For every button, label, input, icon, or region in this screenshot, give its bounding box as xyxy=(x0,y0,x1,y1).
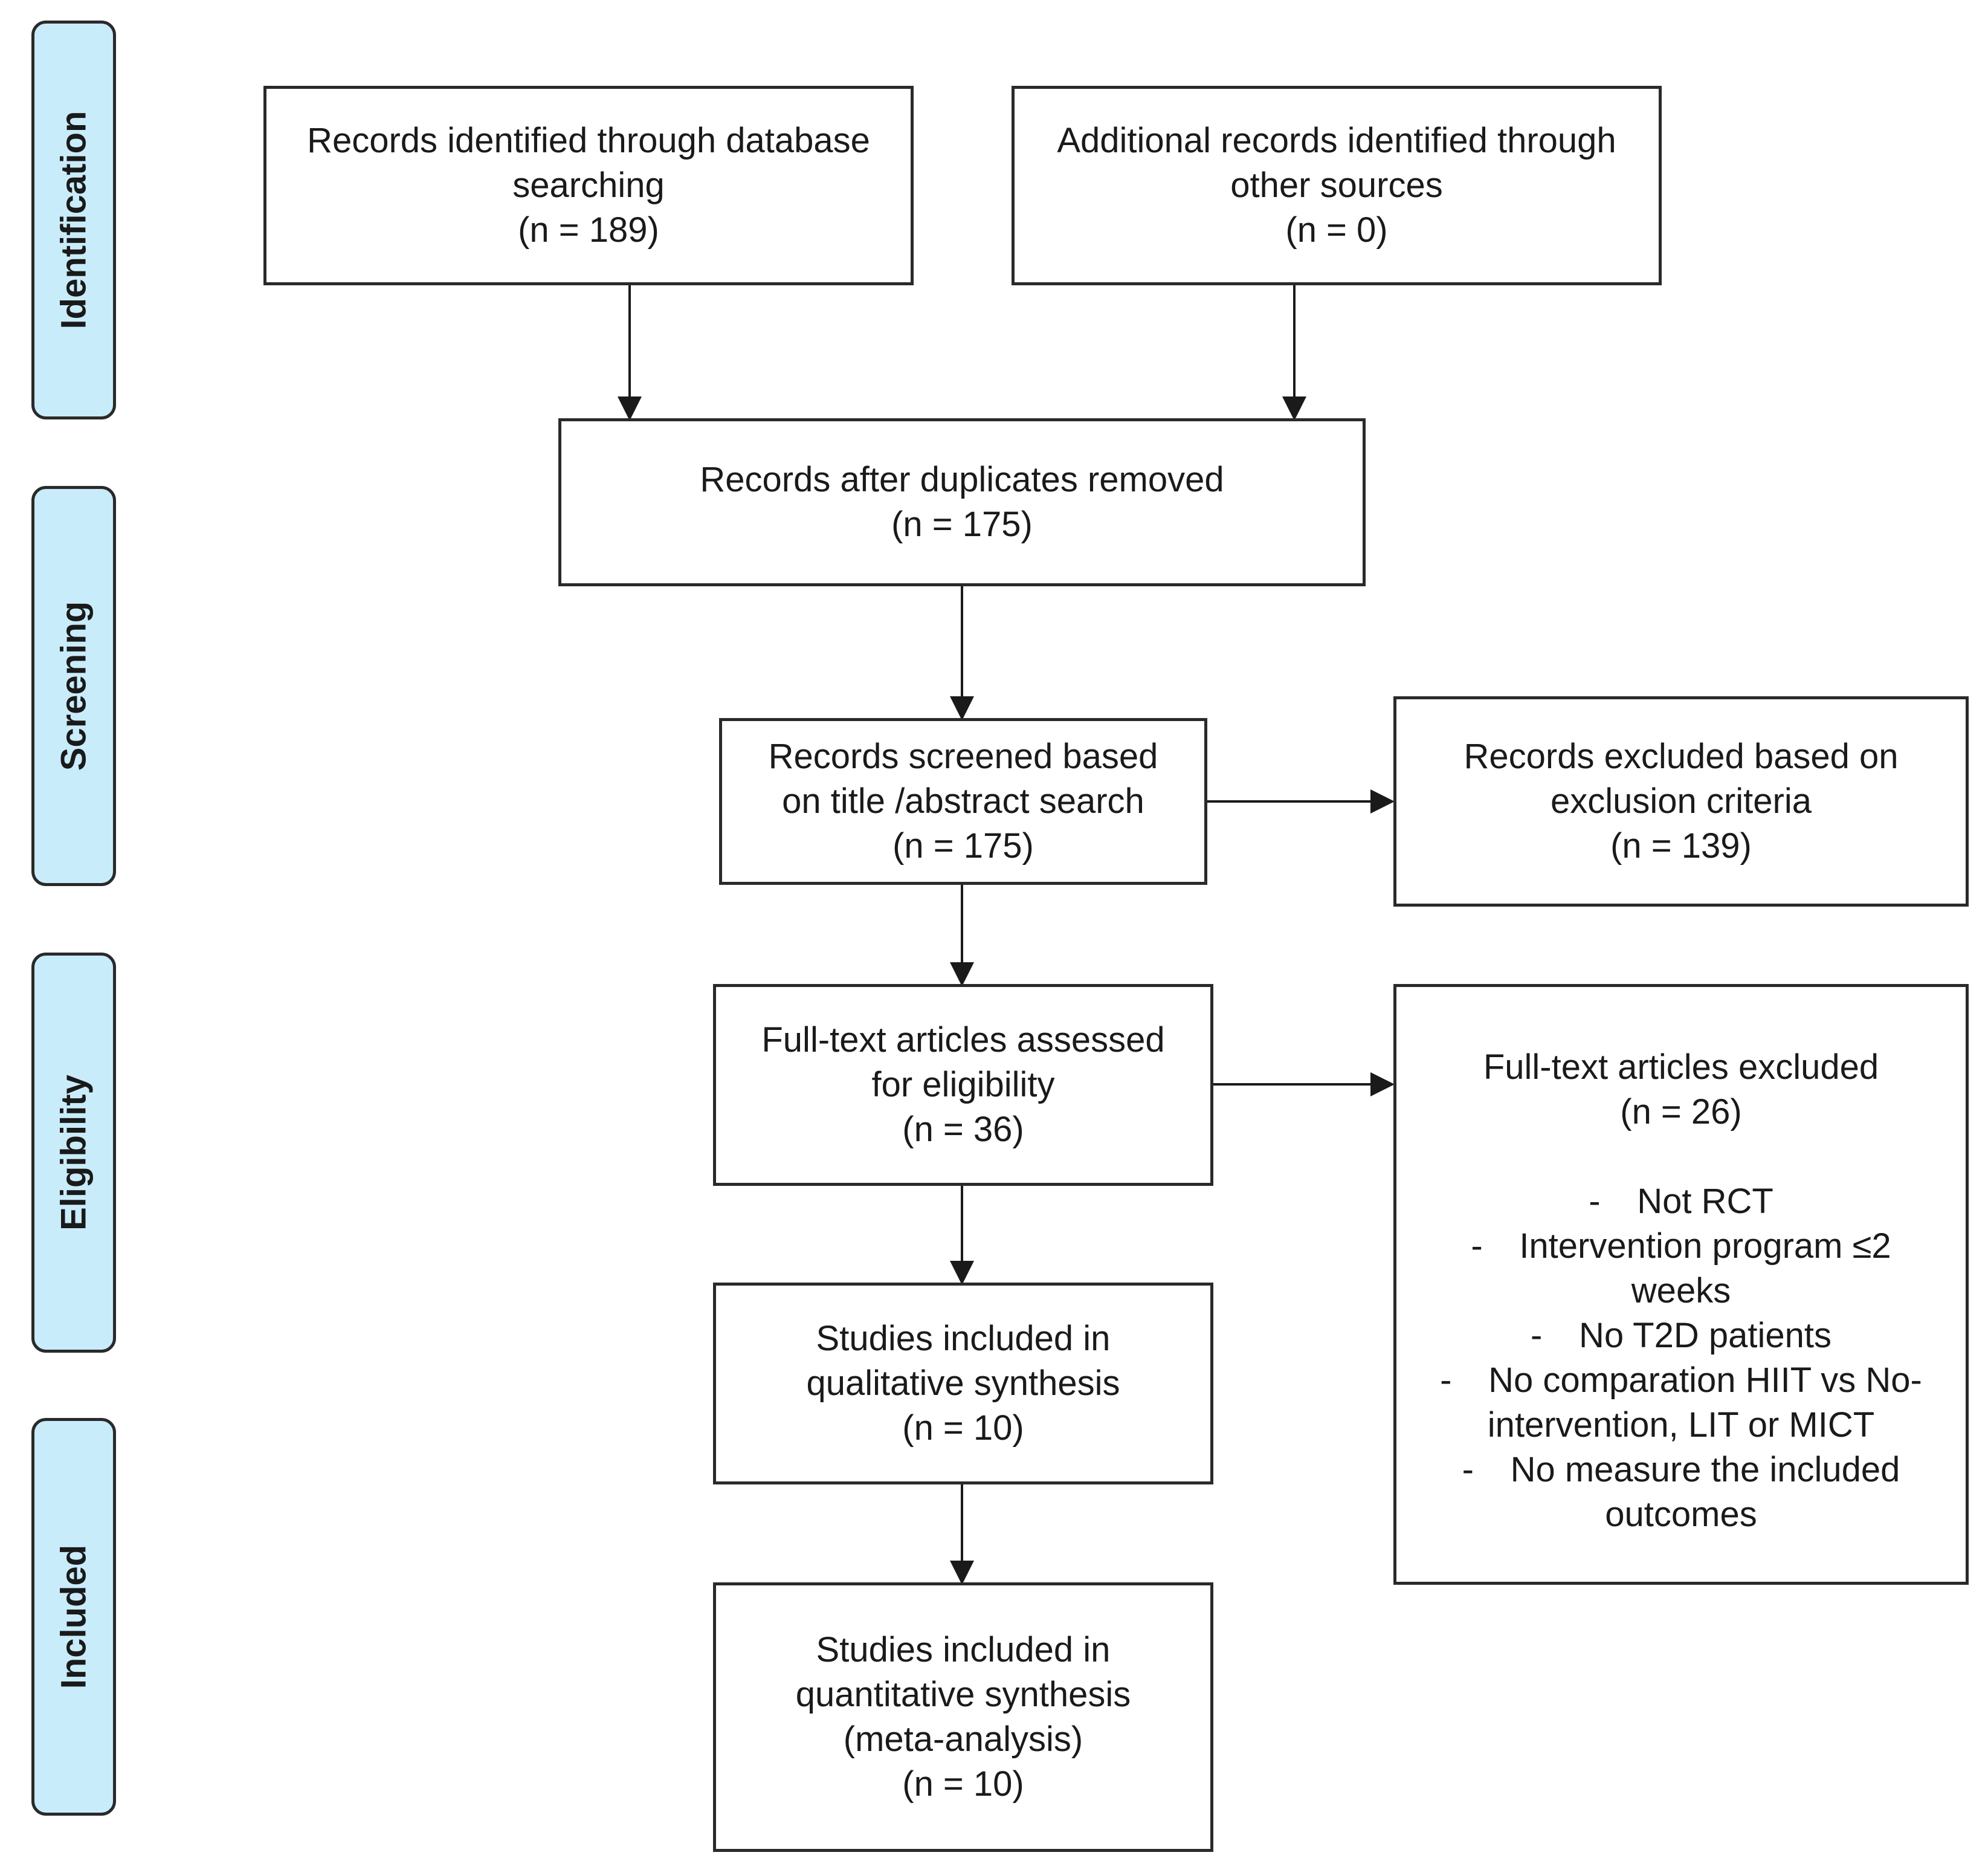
reason-text: No T2D patients xyxy=(1578,1316,1832,1355)
database-records-count: (n = 189) xyxy=(518,210,659,250)
database-records-line2: searching xyxy=(512,166,665,205)
full-text-assessed-count: (n = 36) xyxy=(902,1110,1024,1149)
duplicates-removed-count: (n = 175) xyxy=(891,505,1033,544)
duplicates-removed-box: Records after duplicates removed (n = 17… xyxy=(558,418,1366,586)
phase-eligibility: Eligibility xyxy=(31,953,116,1353)
database-records-line1: Records identified through database xyxy=(307,121,870,160)
qualitative-count: (n = 10) xyxy=(902,1408,1024,1448)
screened-line1: Records screened based xyxy=(768,737,1158,776)
full-text-assessed-line1: Full-text articles assessed xyxy=(761,1020,1165,1060)
full-text-assessed-line2: for eligibility xyxy=(871,1065,1055,1104)
other-sources-line2: other sources xyxy=(1230,166,1443,205)
exclusion-reason: -No T2D patients xyxy=(1531,1313,1831,1358)
other-sources-box: Additional records identified through ot… xyxy=(1012,86,1662,285)
excluded-criteria-line1: Records excluded based on xyxy=(1464,737,1899,776)
other-sources-line1: Additional records identified through xyxy=(1057,121,1616,160)
full-text-excluded-line1: Full-text articles excluded xyxy=(1483,1047,1879,1087)
quantitative-line1: Studies included in xyxy=(816,1630,1111,1669)
other-sources-count: (n = 0) xyxy=(1285,210,1388,250)
reason-dash: - xyxy=(1471,1226,1483,1266)
database-records-box: Records identified through database sear… xyxy=(263,86,914,285)
exclusion-reason: -No comparation HIIT vs No- xyxy=(1440,1358,1922,1403)
qualitative-line2: qualitative synthesis xyxy=(806,1364,1120,1403)
screened-count: (n = 175) xyxy=(892,826,1034,866)
reason-dash: - xyxy=(1589,1182,1601,1221)
excluded-criteria-line2: exclusion criteria xyxy=(1551,782,1812,821)
full-text-excluded-count: (n = 26) xyxy=(1620,1092,1742,1131)
reason-text: No measure the included xyxy=(1510,1450,1900,1489)
reason-dash: - xyxy=(1530,1316,1543,1355)
exclusion-reason: -No measure the included xyxy=(1462,1448,1900,1492)
screened-line2: on title /abstract search xyxy=(782,782,1144,821)
reason-dash: - xyxy=(1440,1361,1452,1400)
reason-text: No comparation HIIT vs No- xyxy=(1488,1361,1922,1400)
reason-dash: - xyxy=(1462,1450,1474,1489)
quantitative-line2: quantitative synthesis xyxy=(795,1675,1131,1714)
phase-included: Included xyxy=(31,1418,116,1816)
reason-text: Not RCT xyxy=(1637,1182,1773,1221)
exclusion-reason: -Intervention program ≤2 xyxy=(1471,1224,1891,1269)
quantitative-synthesis-box: Studies included in quantitative synthes… xyxy=(713,1582,1213,1852)
qualitative-line1: Studies included in xyxy=(816,1319,1111,1358)
reason-continuation: weeks xyxy=(1631,1271,1731,1310)
quantitative-count: (n = 10) xyxy=(902,1764,1024,1804)
full-text-assessed-box: Full-text articles assessed for eligibil… xyxy=(713,984,1213,1186)
excluded-criteria-count: (n = 139) xyxy=(1610,826,1752,866)
reason-continuation: outcomes xyxy=(1605,1495,1757,1534)
reason-continuation: intervention, LIT or MICT xyxy=(1487,1405,1875,1445)
excluded-criteria-box: Records excluded based on exclusion crit… xyxy=(1393,696,1969,907)
qualitative-synthesis-box: Studies included in qualitative synthesi… xyxy=(713,1283,1213,1484)
exclusion-reason: -Not RCT xyxy=(1589,1179,1773,1224)
duplicates-removed-line1: Records after duplicates removed xyxy=(700,460,1224,499)
quantitative-line3: (meta-analysis) xyxy=(843,1720,1083,1759)
reason-text: Intervention program ≤2 xyxy=(1519,1226,1891,1266)
full-text-excluded-box: Full-text articles excluded (n = 26) -No… xyxy=(1393,984,1969,1585)
screened-box: Records screened based on title /abstrac… xyxy=(719,718,1207,885)
phase-screening: Screening xyxy=(31,486,116,886)
phase-identification: Identification xyxy=(31,21,116,419)
